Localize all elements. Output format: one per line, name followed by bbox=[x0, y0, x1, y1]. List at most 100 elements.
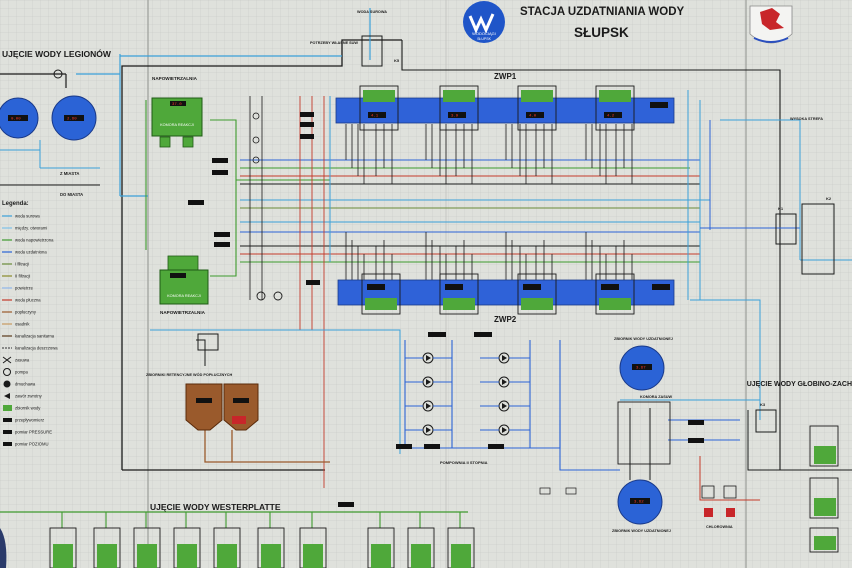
header: WODOCIĄGI SŁUPSK STACJA UZDATNIANIA WODY… bbox=[463, 1, 793, 44]
flow-meter-display bbox=[214, 242, 230, 247]
westerplatte-intake: UJĘCIE WODY WESTERPLATTE bbox=[49, 487, 577, 568]
svg-text:pomiar PRESSURE: pomiar PRESSURE bbox=[15, 430, 52, 435]
page-subtitle: SŁUPSK bbox=[574, 25, 629, 40]
svg-text:2.60: 2.60 bbox=[67, 118, 77, 122]
svg-text:0.00: 0.00 bbox=[11, 118, 21, 122]
legend-item: zawór zwrotny bbox=[4, 393, 43, 399]
svg-text:kanalizacja sanitarna: kanalizacja sanitarna bbox=[15, 334, 55, 339]
page-title: STACJA UZDATNIANIA WODY bbox=[520, 6, 685, 18]
legend-item: woda uzdatniona bbox=[2, 250, 47, 255]
legend-item: I filtracji bbox=[2, 262, 29, 267]
k3-chamber bbox=[755, 409, 777, 433]
svg-text:dmuchawa: dmuchawa bbox=[15, 382, 36, 387]
well-unit bbox=[447, 527, 475, 568]
flow-meter-display bbox=[188, 200, 204, 205]
foreground-object bbox=[0, 528, 7, 568]
well-unit bbox=[93, 527, 121, 568]
flow-meter-display bbox=[214, 232, 230, 237]
svg-text:kanalizacja deszczowa: kanalizacja deszczowa bbox=[15, 346, 58, 351]
legend-item: zasuwa bbox=[2, 356, 30, 364]
filter-station-zwp2: ZWP2 bbox=[337, 273, 675, 324]
k2-chamber bbox=[801, 203, 835, 275]
pump-icon bbox=[256, 291, 266, 301]
svg-text:3.9: 3.9 bbox=[451, 115, 459, 119]
svg-text:4.1: 4.1 bbox=[371, 115, 379, 119]
well-unit bbox=[367, 527, 395, 568]
filter-unit bbox=[517, 273, 557, 315]
filter-unit bbox=[595, 273, 635, 315]
k5-chamber bbox=[361, 35, 383, 67]
retention-tank-1 bbox=[185, 383, 223, 431]
valve-chamber bbox=[617, 401, 671, 465]
svg-text:zbiornik wody: zbiornik wody bbox=[15, 406, 41, 411]
retention-tanks: ZBIORNIKI RETENCYJNE WÓD POPŁUCZNYCH bbox=[146, 372, 259, 431]
intake-westerplatte-label: UJĘCIE WODY WESTERPLATTE bbox=[150, 502, 281, 512]
svg-text:popłuczyny: popłuczyny bbox=[15, 310, 37, 315]
legend-item: woda płuczna bbox=[2, 298, 41, 303]
reaction-chamber-top bbox=[151, 97, 203, 137]
napowietrzalnia-bottom-label: NAPOWIETRZALNIA bbox=[160, 310, 206, 315]
svg-text:przepływomierz: przepływomierz bbox=[15, 418, 44, 423]
intake-legionow-label: UJĘCIE WODY LEGIONÓW bbox=[2, 48, 112, 59]
flow-meter-display bbox=[212, 170, 228, 175]
legend-item: kanalizacja sanitarna bbox=[2, 334, 55, 339]
svg-text:3.62: 3.62 bbox=[634, 501, 644, 505]
svg-text:zasuwa: zasuwa bbox=[15, 358, 30, 363]
komora-reakcji-bottom-label: KOMORA REAKCJI bbox=[167, 294, 201, 298]
legend-item: pomiar PRESSURE bbox=[3, 430, 52, 435]
svg-text:powietrze: powietrze bbox=[15, 286, 34, 291]
aeration-unit-bottom: KOMORA REAKCJI NAPOWIETRZALNIA bbox=[159, 255, 219, 351]
svg-text:I filtracji: I filtracji bbox=[15, 262, 29, 267]
legend-item: między. otworami bbox=[2, 226, 47, 231]
chlorine-dosing-unit bbox=[701, 485, 737, 517]
well-unit bbox=[407, 527, 435, 568]
chlorownia-label: CHLOROWNIA bbox=[706, 525, 733, 529]
svg-text:woda surowa: woda surowa bbox=[15, 214, 40, 219]
filter-unit bbox=[439, 273, 479, 315]
komora-zasuw-label: KOMORA ZASUW bbox=[640, 395, 673, 399]
legend-item: osadnik bbox=[2, 322, 30, 327]
legend-item: powietrze bbox=[2, 286, 34, 291]
well-unit bbox=[49, 527, 77, 568]
pompownia-label: POMPOWNIA II STOPNIA bbox=[440, 460, 488, 465]
pipe-network bbox=[0, 8, 852, 528]
woda-surowa-label: WODA SUROWA bbox=[357, 10, 387, 14]
legend-item: woda napowietrzona bbox=[2, 238, 54, 243]
k1-chamber bbox=[775, 213, 797, 245]
svg-text:między. otworami: między. otworami bbox=[15, 226, 47, 231]
k5-label: K5 bbox=[394, 58, 400, 63]
right-distribution: WODA SUROWA POTRZEBY WŁASNE SUW K5 WYSOK… bbox=[310, 10, 852, 553]
pump-icon bbox=[273, 291, 283, 301]
legend-item: pomiar POZIOMU bbox=[3, 442, 49, 447]
svg-text:pompa: pompa bbox=[15, 370, 28, 375]
svg-text:osadnik: osadnik bbox=[15, 322, 30, 327]
valve-columns bbox=[345, 124, 633, 280]
filter-unit: 4.1 bbox=[359, 85, 399, 131]
flow-meter-display bbox=[212, 158, 228, 163]
svg-text:4.2: 4.2 bbox=[607, 115, 615, 119]
logo-text: WODOCIĄGI bbox=[472, 31, 496, 36]
aeration-unit-top: NAPOWIETRZALNIA 37.0 KOMORA REAKCJI bbox=[151, 76, 230, 247]
zwp1-label: ZWP1 bbox=[494, 72, 517, 81]
svg-text:woda napowietrzona: woda napowietrzona bbox=[15, 238, 54, 243]
legend-item: woda surowa bbox=[2, 214, 40, 219]
k4-chamber bbox=[197, 333, 219, 351]
filter-unit: 3.9 bbox=[439, 85, 479, 131]
z-miasta-label: Z MIASTA bbox=[60, 171, 79, 176]
filter-station-zwp1: ZWP1 4.1 3.9 4.0 4.2 bbox=[335, 72, 675, 131]
treated-water-area: ZBIORNIK WODY UZDATNIONEJ 3.67 KOMORA ZA… bbox=[612, 337, 737, 533]
legend-item: dmuchawa bbox=[3, 380, 36, 388]
svg-text:3.67: 3.67 bbox=[636, 367, 646, 371]
zbiornik-bottom-label: ZBIORNIK WODY UZDATNIONEJ bbox=[612, 529, 671, 533]
well-unit bbox=[213, 527, 241, 568]
zwp2-label: ZWP2 bbox=[494, 315, 517, 324]
do-miasta-label: DO MIASTA bbox=[60, 192, 83, 197]
zbiorniki-retencyjne-label: ZBIORNIKI RETENCYJNE WÓD POPŁUCZNYCH bbox=[146, 372, 233, 377]
napowietrzalnia-top-label: NAPOWIETRZALNIA bbox=[152, 76, 198, 81]
filter-unit: 4.0 bbox=[517, 85, 557, 131]
filter-unit bbox=[361, 273, 401, 315]
legend-item: zbiornik wody bbox=[3, 405, 41, 411]
well-unit bbox=[299, 527, 327, 568]
legend-title: Legenda: bbox=[2, 201, 29, 207]
legend-item: popłuczyny bbox=[2, 310, 37, 315]
